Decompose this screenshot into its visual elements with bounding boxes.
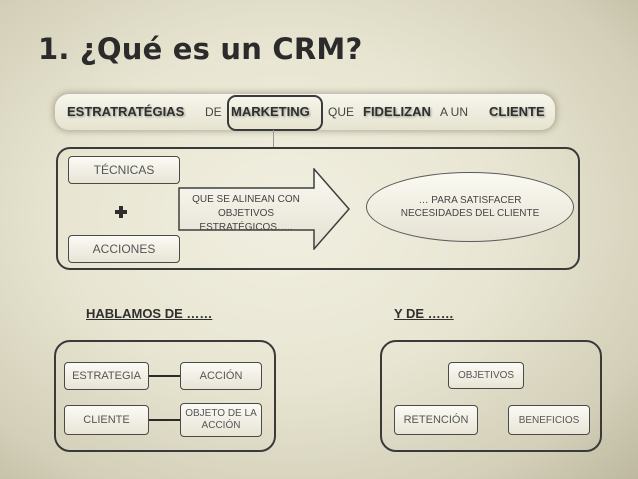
- acciones-box: ACCIONES: [68, 235, 180, 263]
- hablamos-de-heading: HABLAMOS DE ……: [86, 306, 213, 321]
- tecnicas-box: TÉCNICAS: [68, 156, 180, 184]
- cliente-box: CLIENTE: [64, 405, 149, 435]
- cliente-objeto-connector: [149, 419, 180, 421]
- estrategia-label: ESTRATEGIA: [72, 370, 141, 382]
- objetivos-label: OBJETIVOS: [457, 370, 515, 381]
- retencion-label: RETENCIÓN: [403, 414, 469, 426]
- definition-word-que: QUE: [328, 105, 355, 119]
- arrow-label: QUE SE ALINEAN CON OBJETIVOS ESTRATÉGICO…: [192, 194, 300, 233]
- definition-word-de: DE: [205, 105, 222, 119]
- process-frame: [56, 147, 580, 270]
- objeto-label: OBJETO DE LA ACCIÓN: [185, 408, 257, 431]
- definition-word-a-un: A UN: [440, 105, 469, 119]
- right-arrow-shape: [178, 168, 350, 250]
- accion-label: ACCIÓN: [199, 370, 243, 382]
- satisfy-needs-ellipse: … PARA SATISFACER NECESIDADES DEL CLIENT…: [366, 172, 574, 242]
- objetivos-box: OBJETIVOS: [448, 362, 524, 389]
- definition-word-fidelizan: FIDELIZAN: [363, 104, 431, 119]
- definition-word-estrategias: ESTRATRATÉGIAS: [67, 104, 185, 119]
- acciones-label: ACCIONES: [92, 242, 156, 256]
- crm-definition-banner: ESTRATRATÉGIAS DE MARKETING QUE FIDELIZA…: [55, 94, 555, 131]
- tecnicas-label: TÉCNICAS: [93, 163, 155, 177]
- cliente-label: CLIENTE: [83, 414, 130, 426]
- estrategia-accion-connector: [149, 375, 180, 377]
- beneficios-box: BENEFICIOS: [508, 405, 590, 435]
- accion-box: ACCIÓN: [180, 362, 262, 390]
- y-de-heading: Y DE ……: [394, 306, 454, 321]
- ellipse-label: … PARA SATISFACER NECESIDADES DEL CLIENT…: [400, 195, 540, 219]
- hablamos-frame: [54, 340, 276, 452]
- plus-icon: [115, 206, 127, 218]
- definition-word-marketing: MARKETING: [231, 104, 310, 119]
- slide-title: 1. ¿Qué es un CRM?: [38, 32, 363, 66]
- definition-word-cliente: CLIENTE: [489, 104, 545, 119]
- y-de-frame: [380, 340, 602, 452]
- estrategia-box: ESTRATEGIA: [64, 362, 149, 390]
- objeto-box: OBJETO DE LA ACCIÓN: [180, 403, 262, 437]
- marketing-highlight-box: [227, 95, 323, 131]
- retencion-box: RETENCIÓN: [394, 405, 478, 435]
- beneficios-label: BENEFICIOS: [518, 414, 580, 426]
- banner-connector-line: [273, 130, 274, 148]
